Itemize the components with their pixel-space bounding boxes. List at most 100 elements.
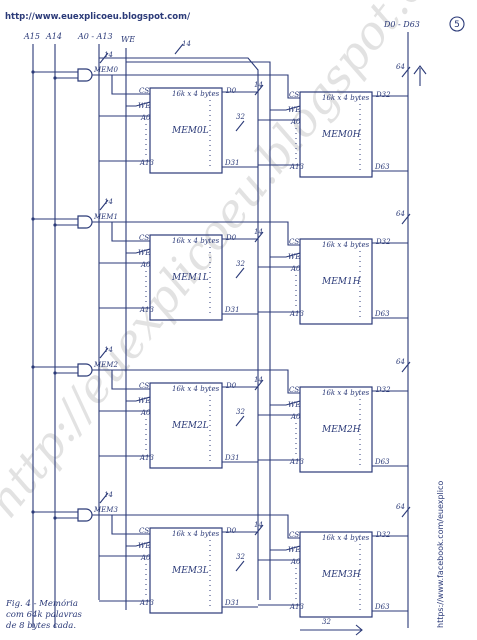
signal-a14: A14 [45, 32, 62, 41]
pin-d-high-label: D63 [374, 310, 390, 318]
bus14-label: 14 [254, 228, 263, 236]
and-gate [77, 215, 93, 229]
cs-wire-low [92, 221, 150, 242]
bus32-label: 32 [236, 553, 245, 561]
data-right-arrow [350, 624, 363, 636]
pin-d-high-label: D31 [224, 454, 240, 462]
bus14-slash [99, 492, 109, 504]
junction-dot [53, 76, 57, 80]
chip-name: MEM2H [321, 425, 361, 435]
bus32-slash [235, 120, 245, 132]
signal-a0-a13: A0 - A13 [77, 32, 113, 41]
bus14-label: 14 [104, 51, 113, 59]
pin-cs-label: CS [139, 382, 149, 390]
memory-chip-low [149, 382, 223, 469]
bus64-label: 64 [396, 503, 405, 511]
blog-url: http://www.euexplicoeu.blogspot.com/ [5, 12, 191, 22]
gate-label: MEM1 [93, 213, 118, 221]
page-number: 5 [454, 20, 460, 30]
memory-chip-high [299, 238, 373, 325]
pin-cs-label: CS [289, 91, 299, 99]
junction-dot [53, 223, 57, 227]
pin-cs-label: CS [139, 527, 149, 535]
pin-d-low-label: D0 [225, 382, 237, 390]
chip-organization: 16k x 4 bytes [172, 237, 220, 245]
bus14-slash [99, 347, 109, 359]
pin-d-low-label: D32 [375, 531, 391, 539]
bus14-slash [254, 84, 264, 96]
cs-wire-high [112, 221, 300, 246]
and-gate [77, 68, 93, 82]
we-wire [270, 545, 301, 551]
junction-dot [53, 371, 57, 375]
chip-name: MEM3H [321, 570, 361, 580]
pin-a-high-label: A13 [139, 454, 155, 462]
pin-a-low-label: A0 [290, 558, 301, 566]
we-wire [126, 101, 151, 107]
bus64-label: 64 [396, 210, 405, 218]
pin-a-high-label: A13 [289, 163, 305, 171]
cs-wire-high [112, 369, 300, 394]
memory-chip-high [299, 91, 373, 178]
chip-name: MEM1H [321, 277, 361, 287]
pin-we-label: WE [288, 253, 300, 261]
pin-we-label: WE [138, 397, 150, 405]
we-wire [126, 396, 151, 402]
pin-cs-label: CS [139, 234, 149, 242]
pin-a-high-label: A13 [289, 310, 305, 318]
bus14-slash [254, 231, 264, 243]
chip-organization: 16k x 4 bytes [172, 530, 220, 538]
we-wire [270, 252, 301, 258]
pin-a-low-label: A0 [140, 409, 151, 417]
we-wire [126, 541, 151, 547]
pin-a-low-label: A0 [290, 413, 301, 421]
memory-chip-high [299, 531, 373, 618]
pin-a-high-label: A13 [139, 306, 155, 314]
pin-a-high-label: A13 [139, 599, 155, 607]
bus32-label: 32 [236, 260, 245, 268]
pin-d-high-label: D31 [224, 159, 240, 167]
chip-organization: 16k x 4 bytes [322, 389, 370, 397]
bus14-label: 14 [182, 40, 191, 48]
chip-organization: 16k x 4 bytes [322, 94, 370, 102]
pin-cs-label: CS [289, 238, 299, 246]
bus14-label: 14 [104, 198, 113, 206]
cs-wire-high [112, 514, 300, 539]
bus64-label: 64 [396, 358, 405, 366]
pin-we-label: WE [138, 542, 150, 550]
pin-cs-label: CS [289, 531, 299, 539]
chip-organization: 16k x 4 bytes [322, 534, 370, 542]
page-number-circle [449, 16, 465, 32]
bus64-slash [401, 66, 411, 78]
caption-line1: Fig. 4 - Memória [5, 598, 78, 609]
bus32-slash [235, 267, 245, 279]
junction-dot [53, 516, 57, 520]
pin-a-low-label: A0 [140, 261, 151, 269]
chip-name: MEM3L [171, 566, 209, 576]
caption-line2: com 64k palavras [6, 610, 83, 620]
pin-cs-label: CS [289, 386, 299, 394]
we-wire [270, 105, 301, 111]
bus64-slash [401, 213, 411, 225]
chip-organization: 16k x 4 bytes [322, 241, 370, 249]
we-branch-line [126, 61, 271, 600]
cs-wire-high [112, 74, 300, 99]
memory-chip-high [299, 386, 373, 473]
top-address-run [99, 57, 259, 600]
pin-d-high-label: D31 [224, 306, 240, 314]
we-wire [126, 248, 151, 254]
pin-d-high-label: D63 [374, 163, 390, 171]
memory-banks: MEM014143264MEM114143264MEM214143264MEM3… [31, 51, 411, 618]
bus14-slash [254, 379, 264, 391]
pin-d-low-label: D0 [225, 87, 237, 95]
and-gate [77, 508, 93, 522]
watermark-facebook: https://www.facebook.com/euexplico [436, 481, 445, 628]
and-gate [77, 363, 93, 377]
gate-label: MEM0 [93, 66, 118, 74]
cs-wire-low [92, 514, 150, 535]
pin-d-low-label: D32 [375, 386, 391, 394]
pin-d-high-label: D63 [374, 458, 390, 466]
data-up-arrow [413, 65, 427, 86]
pin-we-label: WE [288, 546, 300, 554]
